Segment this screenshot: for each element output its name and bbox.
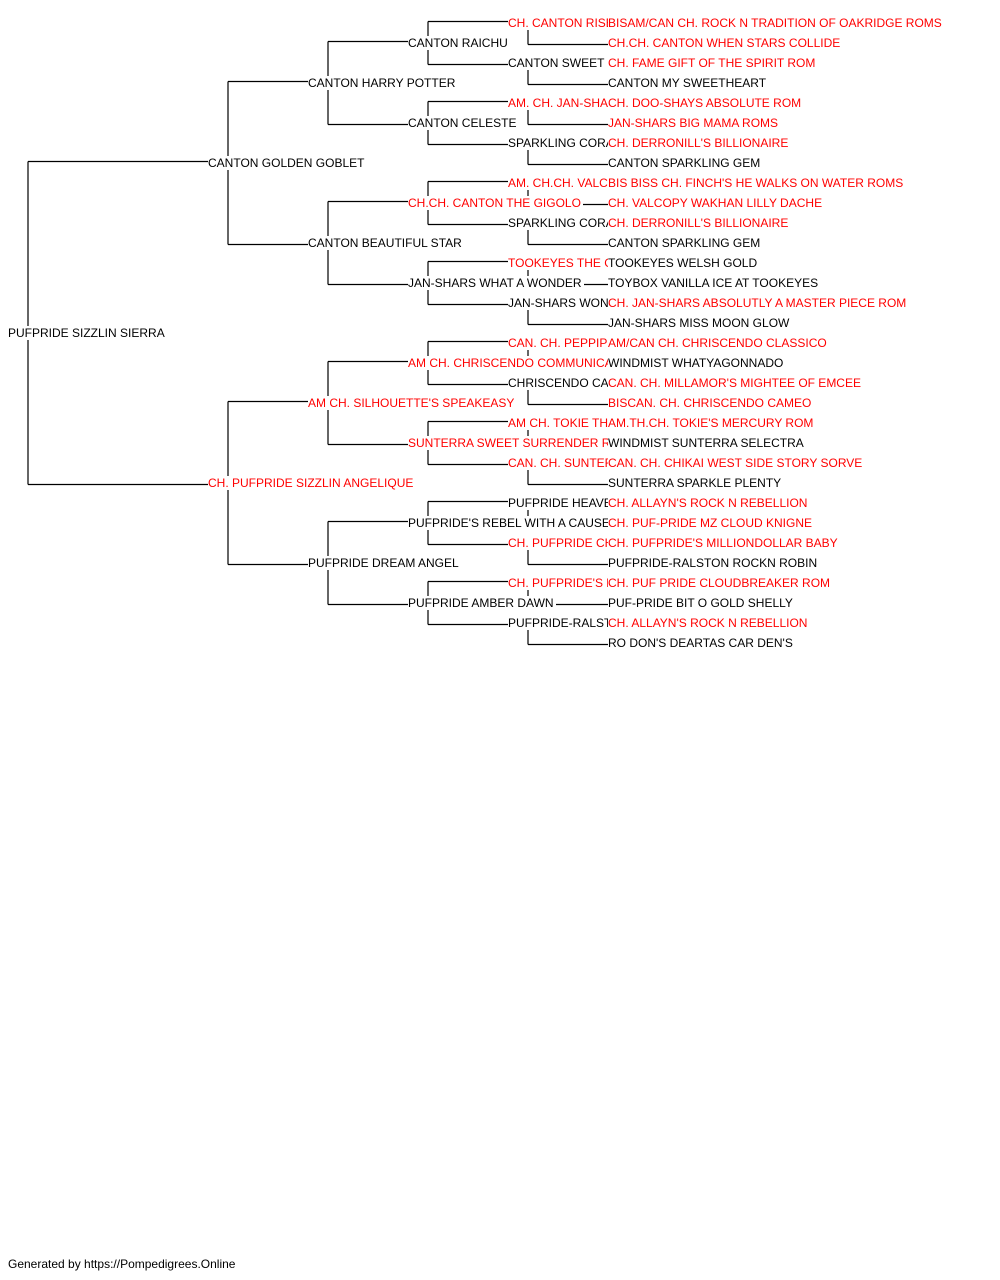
- pedigree-node-dam-dam-sire-sire-sire: CH. ALLAYN'S ROCK N REBELLION: [608, 496, 810, 510]
- pedigree-node-sire-dam-sire-sire-dam: CH. VALCOPY WAKHAN LILLY DACHE: [608, 196, 825, 210]
- pedigree-node-dam-sire-sire: AM CH. CHRISCENDO COMMUNICADO ROMX: [408, 356, 673, 370]
- pedigree-node-sire: CANTON GOLDEN GOBLET: [208, 156, 367, 170]
- pedigree-node-sire-dam: CANTON BEAUTIFUL STAR: [308, 236, 464, 250]
- pedigree-node-dam-dam-sire: PUFPRIDE'S REBEL WITH A CAUSE: [408, 516, 612, 530]
- pedigree-node-dam-sire-dam-sire-dam: WINDMIST SUNTERRA SELECTRA: [608, 436, 806, 450]
- pedigree-node-sire-dam-sire-sire-sire: BIS BISS CH. FINCH'S HE WALKS ON WATER R…: [608, 176, 906, 190]
- pedigree-node-sire-sire-dam-dam-dam: CANTON SPARKLING GEM: [608, 156, 763, 170]
- pedigree-node-sire-dam-sire: CH.CH. CANTON THE GIGOLO: [408, 196, 583, 210]
- pedigree-node-dam-dam-dam: PUFPRIDE AMBER DAWN: [408, 596, 556, 610]
- pedigree-node-dam-dam-dam-dam-dam: RO DON'S DEARTAS CAR DEN'S: [608, 636, 795, 650]
- pedigree-node-sire-dam-dam-dam-sire: CH. JAN-SHARS ABSOLUTLY A MASTER PIECE R…: [608, 296, 909, 310]
- pedigree-node-sire-sire-sire-dam-dam: CANTON MY SWEETHEART: [608, 76, 769, 90]
- pedigree-node-sire-sire-dam: CANTON CELESTE: [408, 116, 519, 130]
- pedigree-node-sire-dam-sire-dam-dam: CANTON SPARKLING GEM: [608, 236, 763, 250]
- pedigree-node-dam-dam-dam-dam-sire: CH. ALLAYN'S ROCK N REBELLION: [608, 616, 810, 630]
- pedigree-node-sire-dam-sire-dam-sire: CH. DERRONILL'S BILLIONAIRE: [608, 216, 791, 230]
- pedigree-node-dam-sire-sire-dam-dam: BISCAN. CH. CHRISCENDO CAMEO: [608, 396, 814, 410]
- pedigree-node-: PUFPRIDE SIZZLIN SIERRA: [8, 326, 167, 340]
- pedigree-node-sire-dam-dam-sire-sire: TOOKEYES WELSH GOLD: [608, 256, 760, 270]
- pedigree-node-dam-dam-dam-sire-sire: CH. PUF PRIDE CLOUDBREAKER ROM: [608, 576, 833, 590]
- pedigree-node-sire-dam-dam-dam-dam: JAN-SHARS MISS MOON GLOW: [608, 316, 792, 330]
- pedigree-node-dam-sire-dam-sire-sire: AM.TH.CH. TOKIE'S MERCURY ROM: [608, 416, 816, 430]
- pedigree-node-dam-sire-dam: SUNTERRA SWEET SURRENDER ROMX: [408, 436, 640, 450]
- pedigree-node-sire-sire-sire: CANTON RAICHU: [408, 36, 510, 50]
- pedigree-node-sire-sire-dam-sire-dam: JAN-SHARS BIG MAMA ROMS: [608, 116, 781, 130]
- pedigree-node-sire-sire: CANTON HARRY POTTER: [308, 76, 458, 90]
- pedigree-node-dam-sire-dam-dam-dam: SUNTERRA SPARKLE PLENTY: [608, 476, 784, 490]
- pedigree-node-dam-sire-sire-dam-sire: CAN. CH. MILLAMOR'S MIGHTEE OF EMCEE: [608, 376, 863, 390]
- pedigree-node-dam-dam-sire-dam-dam: PUFPRIDE-RALSTON ROCKN ROBIN: [608, 556, 820, 570]
- pedigree-node-sire-sire-dam-dam-sire: CH. DERRONILL'S BILLIONAIRE: [608, 136, 791, 150]
- pedigree-node-dam-dam: PUFPRIDE DREAM ANGEL: [308, 556, 461, 570]
- pedigree-node-dam-sire-sire-sire-dam: WINDMIST WHATYAGONNADO: [608, 356, 786, 370]
- pedigree-node-dam-sire-dam-dam-sire: CAN. CH. CHIKAI WEST SIDE STORY SORVE: [608, 456, 865, 470]
- pedigree-node-dam-sire-sire-sire-sire: AM/CAN CH. CHRISCENDO CLASSICO: [608, 336, 829, 350]
- pedigree-node-sire-sire-sire-dam-sire: CH. FAME GIFT OF THE SPIRIT ROM: [608, 56, 818, 70]
- pedigree-node-sire-dam-dam-sire-dam: TOYBOX VANILLA ICE AT TOOKEYES: [608, 276, 821, 290]
- pedigree-node-dam-dam-sire-sire-dam: CH. PUF-PRIDE MZ CLOUD KNIGNE: [608, 516, 815, 530]
- pedigree-node-sire-dam-dam: JAN-SHARS WHAT A WONDER: [408, 276, 584, 290]
- pedigree-node-sire-sire-dam-sire-sire: CH. DOO-SHAYS ABSOLUTE ROM: [608, 96, 804, 110]
- pedigree-node-dam: CH. PUFPRIDE SIZZLIN ANGELIQUE: [208, 476, 416, 490]
- pedigree-node-dam-dam-sire-dam-sire: CH. PUFPRIDE'S MILLIONDOLLAR BABY: [608, 536, 840, 550]
- footer-credit: Generated by https://Pompedigrees.Online: [8, 1257, 236, 1271]
- pedigree-node-sire-sire-sire-sire-sire: BISAM/CAN CH. ROCK N TRADITION OF OAKRID…: [608, 16, 944, 30]
- pedigree-node-sire-sire-sire-sire-dam: CH.CH. CANTON WHEN STARS COLLIDE: [608, 36, 843, 50]
- pedigree-node-dam-sire: AM CH. SILHOUETTE'S SPEAKEASY: [308, 396, 517, 410]
- pedigree-node-dam-dam-dam-sire-dam: PUF-PRIDE BIT O GOLD SHELLY: [608, 596, 795, 610]
